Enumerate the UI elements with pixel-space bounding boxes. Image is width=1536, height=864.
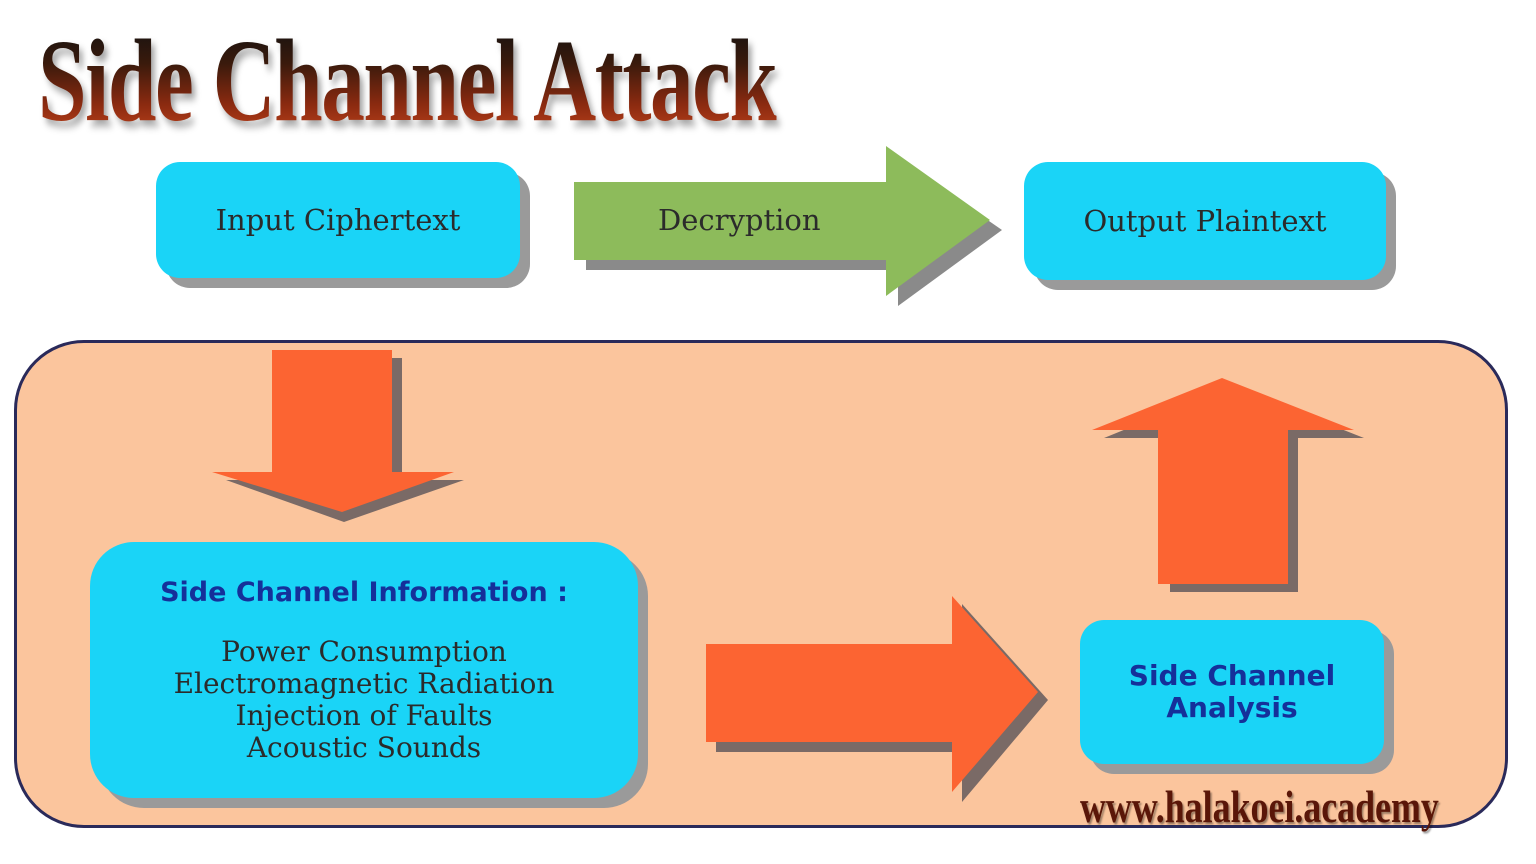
info-item-faults: Injection of Faults bbox=[235, 698, 493, 732]
up-arrow bbox=[1092, 378, 1354, 584]
info-item-acoustic: Acoustic Sounds bbox=[246, 730, 482, 764]
input-ciphertext-box: Input Ciphertext bbox=[156, 162, 520, 278]
down-arrow bbox=[212, 350, 454, 512]
analysis-line-1: Side Channel bbox=[1128, 659, 1336, 692]
analysis-line-2: Analysis bbox=[1166, 691, 1298, 724]
page-title: Side Channel Attack bbox=[38, 15, 778, 146]
decryption-label: Decryption bbox=[658, 203, 821, 237]
right-arrow bbox=[706, 596, 1038, 792]
info-item-power: Power Consumption bbox=[221, 634, 507, 668]
input-ciphertext-label: Input Ciphertext bbox=[215, 203, 461, 237]
side-channel-analysis-box: Side Channel Analysis bbox=[1080, 620, 1384, 764]
output-plaintext-box: Output Plaintext bbox=[1024, 162, 1386, 280]
watermark: www.halakoei.academy bbox=[1080, 781, 1439, 832]
side-channel-information-box: Side Channel Information : Power Consump… bbox=[90, 542, 638, 798]
info-heading: Side Channel Information : bbox=[160, 576, 568, 608]
output-plaintext-label: Output Plaintext bbox=[1083, 204, 1327, 238]
decryption-arrow bbox=[574, 146, 990, 296]
info-item-em: Electromagnetic Radiation bbox=[173, 666, 555, 700]
